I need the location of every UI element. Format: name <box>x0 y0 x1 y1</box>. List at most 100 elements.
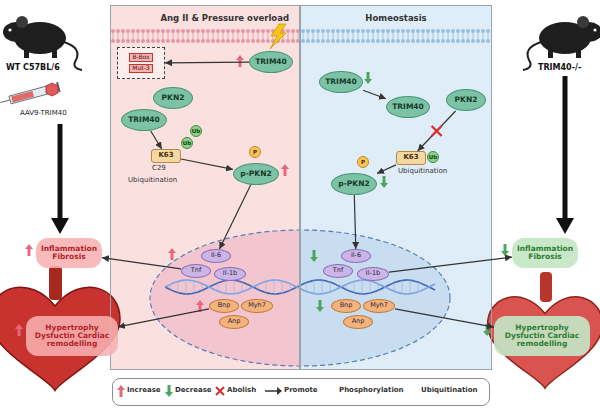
lipid-head <box>301 39 305 43</box>
lipid-head <box>471 29 475 33</box>
promote-icon <box>265 390 277 392</box>
mouse-eye <box>593 28 596 31</box>
lipid <box>326 29 330 43</box>
lipid <box>336 29 340 43</box>
lipid <box>361 29 365 43</box>
lipid-head <box>426 39 430 43</box>
lipid <box>306 29 310 43</box>
lipid-tail <box>263 32 264 40</box>
dna-rung <box>202 284 203 291</box>
lipid-head <box>441 29 445 33</box>
lipid-head <box>306 39 310 43</box>
lipid <box>376 29 380 43</box>
flow-arrow <box>102 258 181 269</box>
aorta <box>540 272 552 302</box>
lipid-head <box>446 39 450 43</box>
lipid <box>401 29 405 43</box>
flow-arrow <box>151 131 162 149</box>
lipid-head <box>361 39 365 43</box>
lipid-head <box>186 39 190 43</box>
lipid-tail <box>458 32 459 40</box>
gene-name: Bnp <box>218 302 231 309</box>
lipid-tail <box>168 32 169 40</box>
protein-blob: p-PKN2 <box>331 173 377 195</box>
lipid-head <box>451 29 455 33</box>
chain-label: K63 <box>403 154 418 162</box>
stimulus-bolt <box>270 24 286 49</box>
lipid-head <box>416 29 420 33</box>
ub-badge: Ub <box>181 137 193 149</box>
lipid-head <box>461 39 465 43</box>
lipid-tail <box>423 32 424 40</box>
strain-label: WT C57BL/6 <box>6 64 60 73</box>
lipid <box>486 29 490 43</box>
lipid-head <box>171 29 175 33</box>
protein-blob: PKN2 <box>446 89 486 111</box>
gene-name: Il-6 <box>351 252 361 259</box>
lipid-head <box>126 39 130 43</box>
protein-name: TRIM40 <box>325 78 357 86</box>
process-label: Ubiquitination <box>128 177 177 185</box>
lipid-head <box>221 39 225 43</box>
lipid <box>246 29 250 43</box>
lipid-head <box>126 29 130 33</box>
lipid-tail <box>438 32 439 40</box>
lipid-head <box>236 29 240 33</box>
lipid-head <box>221 29 225 33</box>
p-badge: P <box>249 146 261 158</box>
lipid-head <box>261 29 265 33</box>
dna-rung <box>418 282 419 292</box>
syringe <box>0 82 61 107</box>
lipid-tail <box>258 32 259 40</box>
lipid-tail <box>398 32 399 40</box>
trend-arrows <box>15 55 509 336</box>
mouse-leg <box>24 50 29 58</box>
lipid-tail <box>428 32 429 40</box>
increase-arrow <box>168 248 176 260</box>
lipid <box>446 29 450 43</box>
lipid <box>366 29 370 43</box>
lipid-head <box>466 29 470 33</box>
dna-rung <box>178 281 179 292</box>
dna-rung <box>314 280 315 293</box>
lipid-head <box>141 29 145 33</box>
dna-rung <box>170 285 171 290</box>
lipid-head <box>196 29 200 33</box>
gene-name: Bnp <box>340 302 353 309</box>
lipid <box>131 29 135 43</box>
lipid-head <box>351 29 355 33</box>
lipid-head <box>481 39 485 43</box>
dna-rung <box>394 283 395 291</box>
lipid <box>471 29 475 43</box>
lipid-head <box>131 39 135 43</box>
legend-text: Increase <box>127 387 161 395</box>
lipid <box>481 29 485 43</box>
lipid <box>451 29 455 43</box>
lipid-tail <box>308 32 309 40</box>
flow-arrow <box>389 257 512 272</box>
lipid-head <box>216 29 220 33</box>
lipid <box>171 29 175 43</box>
legend-text: Promote <box>284 387 318 395</box>
lipid-tail <box>353 32 354 40</box>
lipid <box>126 29 130 43</box>
lipid-head <box>316 29 320 33</box>
lipid-head <box>341 39 345 43</box>
protein-name: PKN2 <box>455 96 478 104</box>
lipid <box>476 29 480 43</box>
lipid-head <box>131 29 135 33</box>
lipid-head <box>386 29 390 33</box>
lipid-tail <box>313 32 314 40</box>
lipid-tail <box>478 32 479 40</box>
lipid-head <box>401 39 405 43</box>
ubiquitin-chain-box: K63 <box>151 149 181 163</box>
chain-label: K63 <box>158 152 173 160</box>
lipid <box>176 29 180 43</box>
decrease-icon <box>165 385 173 397</box>
gene-name: Myh7 <box>248 302 266 309</box>
lipid-head <box>486 29 490 33</box>
lipid-head <box>421 39 425 43</box>
lipid-tail <box>488 32 489 40</box>
lipid <box>351 29 355 43</box>
